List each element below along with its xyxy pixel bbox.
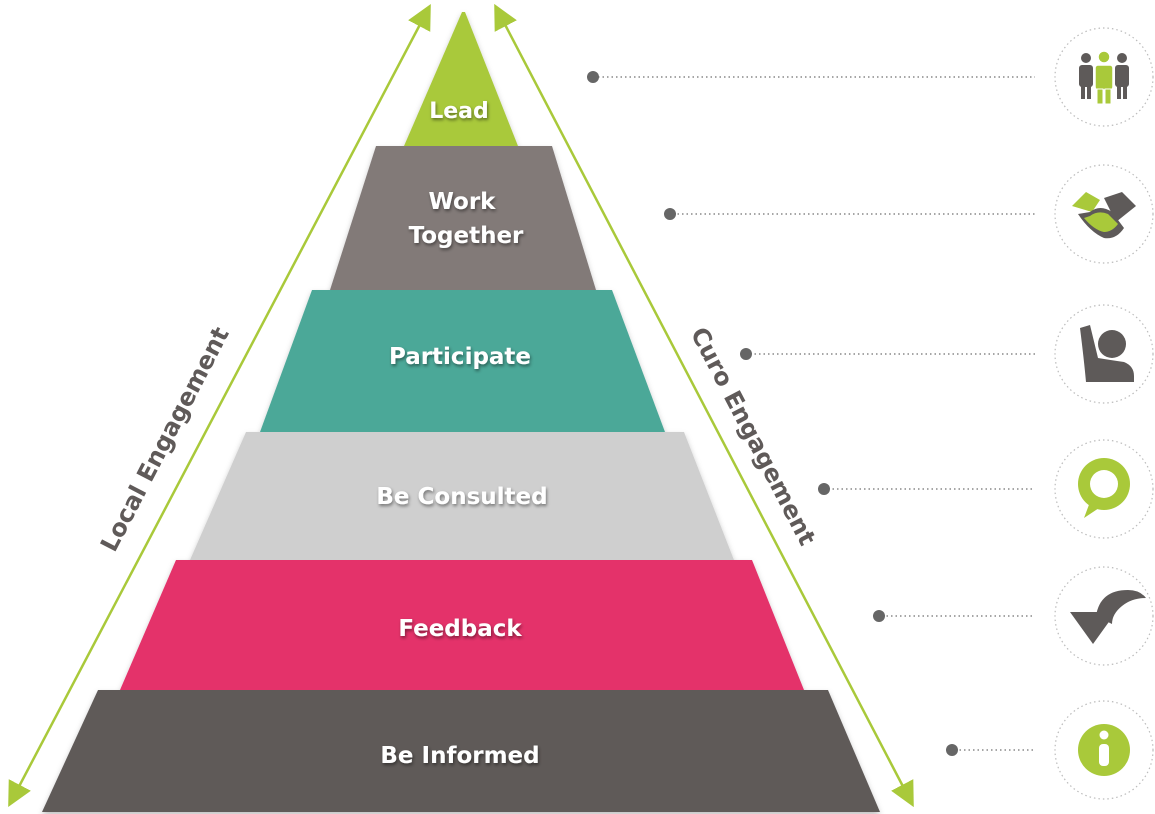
tier-be-informed xyxy=(42,690,880,812)
raised-hand-icon xyxy=(1080,325,1134,382)
tier-lead xyxy=(404,12,518,146)
connectors xyxy=(598,76,1035,751)
tier-be-consulted-label: Be Consulted xyxy=(376,484,547,510)
tier-participate xyxy=(260,290,665,432)
handshake-icon xyxy=(1072,192,1136,239)
connector-dot xyxy=(873,610,885,622)
connector-dot xyxy=(946,744,958,756)
connector-dot xyxy=(587,71,599,83)
info-icon xyxy=(1078,724,1130,776)
tier-be-informed-label: Be Informed xyxy=(380,743,539,769)
pyramid xyxy=(42,12,880,812)
connector-dot xyxy=(664,208,676,220)
connector-dot xyxy=(740,348,752,360)
curved-back-arrow-icon xyxy=(1070,590,1146,644)
tier-feedback xyxy=(120,560,804,690)
tier-work-together-label: Work Together xyxy=(409,189,524,249)
left-engagement-arrow xyxy=(8,3,431,808)
tier-feedback-label: Feedback xyxy=(398,616,522,642)
tier-be-consulted xyxy=(190,432,734,560)
speech-bubble-icon xyxy=(1078,458,1130,518)
right-engagement-arrow xyxy=(494,3,914,808)
tier-lead-label: Lead xyxy=(429,99,489,124)
tier-participate-label: Participate xyxy=(389,344,531,370)
connector-dot xyxy=(818,483,830,495)
tier-work-together xyxy=(330,146,596,290)
group-people-icon xyxy=(1079,50,1129,105)
